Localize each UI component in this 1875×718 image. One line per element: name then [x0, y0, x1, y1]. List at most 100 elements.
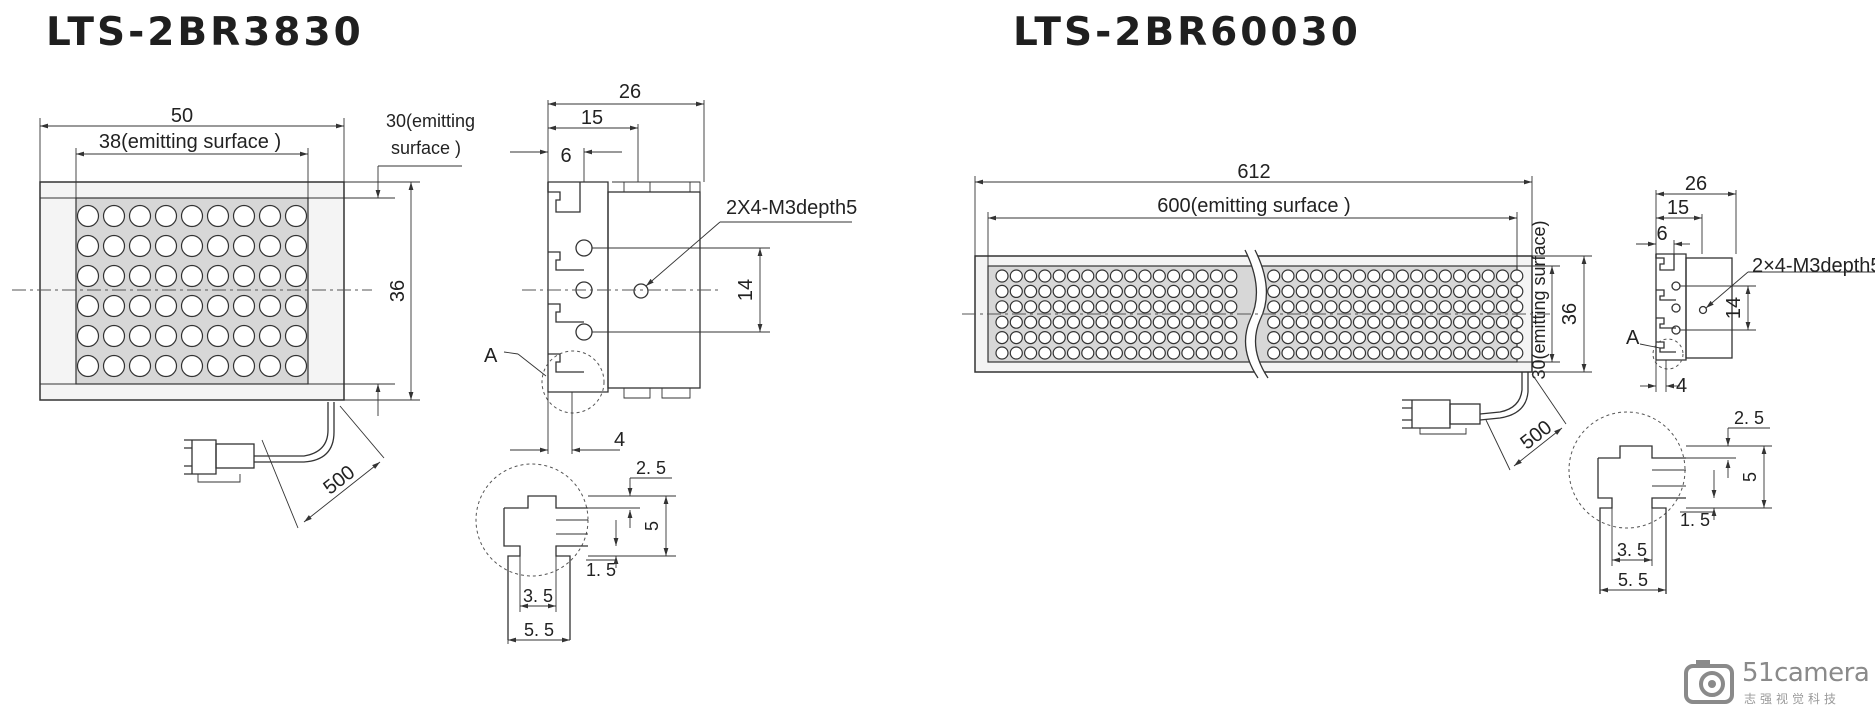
led	[1195, 346, 1209, 360]
led	[258, 294, 282, 318]
led	[1066, 284, 1081, 298]
right-side-dim-4: 4	[1676, 375, 1687, 397]
led	[1467, 331, 1481, 345]
left-side-view: 26 15 6 2X4-M3depth5 14 A 4	[484, 81, 857, 454]
led	[1281, 284, 1295, 298]
led	[1009, 284, 1023, 298]
led	[1152, 300, 1166, 314]
led	[1495, 300, 1510, 314]
right-hole-callout: 2×4-M3depth5	[1752, 255, 1875, 277]
led	[1138, 346, 1152, 360]
led	[76, 324, 100, 348]
dim-30-emitting-line2: surface )	[391, 138, 461, 158]
led	[1095, 269, 1109, 283]
led	[1081, 331, 1095, 345]
led	[995, 346, 1009, 360]
led	[1066, 315, 1081, 329]
led	[1352, 346, 1367, 360]
led	[1381, 315, 1395, 329]
led	[1309, 315, 1324, 329]
led	[1209, 331, 1224, 345]
led	[1481, 300, 1495, 314]
led	[995, 269, 1009, 283]
led	[1224, 284, 1238, 298]
led	[1338, 284, 1352, 298]
led	[1495, 331, 1510, 345]
right-detail-dim-2-5: 2. 5	[1734, 408, 1764, 428]
led	[128, 324, 152, 348]
led	[1052, 331, 1066, 345]
led	[232, 324, 256, 348]
led	[1052, 269, 1066, 283]
led	[76, 264, 100, 288]
side-dim-4: 4	[614, 429, 625, 451]
led	[1138, 300, 1152, 314]
led	[1124, 346, 1138, 360]
led	[1395, 300, 1410, 314]
led	[1181, 300, 1195, 314]
led	[1152, 346, 1166, 360]
title-lts-2br60030: LTS-2BR60030	[1013, 10, 1361, 55]
right-detail-a-label: A	[1626, 327, 1640, 349]
left-connector	[215, 443, 255, 469]
led	[154, 294, 178, 318]
led	[1038, 284, 1052, 298]
led	[1166, 315, 1181, 329]
led	[102, 264, 126, 288]
led	[180, 354, 204, 378]
led	[1081, 315, 1095, 329]
led	[1066, 346, 1081, 360]
right-side-dim-14: 14	[1723, 297, 1745, 319]
led	[1395, 346, 1410, 360]
led	[1281, 315, 1295, 329]
led	[1424, 315, 1438, 329]
led	[1467, 346, 1481, 360]
led	[995, 300, 1009, 314]
led	[102, 354, 126, 378]
led	[1424, 269, 1438, 283]
led	[180, 264, 204, 288]
led	[1324, 331, 1338, 345]
led	[1324, 269, 1338, 283]
led	[1295, 269, 1309, 283]
led	[1510, 331, 1524, 345]
led	[1510, 300, 1524, 314]
dim-36: 36	[387, 280, 409, 302]
dim-500-right: 500	[1516, 416, 1556, 454]
led	[258, 264, 282, 288]
right-side-dim-26: 26	[1685, 173, 1707, 195]
led	[1410, 269, 1424, 283]
led	[1381, 284, 1395, 298]
led	[1023, 300, 1038, 314]
dim-38-emitting: 38(emitting surface )	[99, 131, 281, 153]
led	[180, 204, 204, 228]
led	[154, 354, 178, 378]
led	[1023, 315, 1038, 329]
led	[76, 204, 100, 228]
led	[1224, 300, 1238, 314]
led	[1038, 315, 1052, 329]
led	[1295, 315, 1309, 329]
led	[1166, 269, 1181, 283]
led	[1338, 315, 1352, 329]
led	[258, 204, 282, 228]
led	[1023, 346, 1038, 360]
led	[1009, 331, 1023, 345]
led	[1281, 331, 1295, 345]
led	[1152, 284, 1166, 298]
led	[1138, 331, 1152, 345]
led	[128, 234, 152, 258]
led	[1038, 346, 1052, 360]
led	[128, 204, 152, 228]
led	[1181, 315, 1195, 329]
led	[1395, 269, 1410, 283]
led	[1424, 346, 1438, 360]
right-detail-dim-5-5: 5. 5	[1618, 570, 1648, 590]
right-front-view: 612 600(emitting surface ) 30(emitting s…	[962, 161, 1592, 471]
led	[1152, 315, 1166, 329]
led	[232, 294, 256, 318]
led	[1052, 300, 1066, 314]
led	[1410, 331, 1424, 345]
led	[1109, 331, 1124, 345]
